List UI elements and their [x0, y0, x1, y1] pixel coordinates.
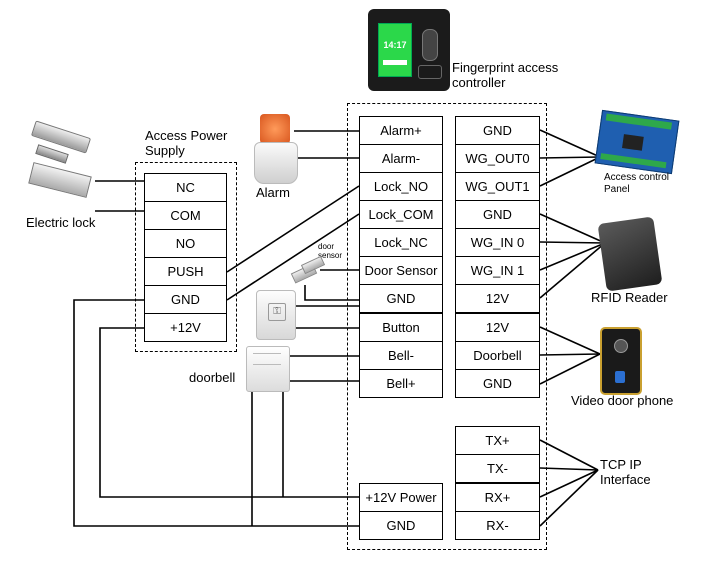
- video-door-phone-button-icon: [615, 371, 625, 383]
- terminal-tx-minus: TX-: [455, 454, 540, 483]
- terminal-wg-in0: WG_IN 0: [455, 228, 540, 257]
- terminal-tx-plus: TX+: [455, 426, 540, 455]
- wire-gnd-loop: [73, 299, 359, 527]
- electric-lock-label: Electric lock: [26, 215, 96, 230]
- controller-screen-bar: [383, 60, 407, 65]
- wire-tcp-txp: [539, 439, 599, 471]
- terminal-alarm-plus: Alarm+: [359, 116, 443, 145]
- terminal-12v-r2: 12V: [455, 313, 540, 342]
- doorbell-grille-icon: [253, 353, 281, 365]
- terminal-bell-plus: Bell+: [359, 369, 443, 398]
- access-control-panel-label: Access control Panel: [604, 172, 670, 195]
- wire-panel-out1: [539, 156, 601, 187]
- ps-terminal-no: NO: [144, 229, 227, 258]
- access-control-panel-device: [594, 109, 680, 175]
- wire-rfid-12v: [539, 242, 606, 299]
- wire-panel-gnd: [539, 129, 601, 158]
- ps-terminal-nc: NC: [144, 173, 227, 202]
- terminal-gnd-power: GND: [359, 511, 443, 540]
- terminal-12v-power: +12V Power: [359, 483, 443, 512]
- exit-button-key-icon: ⚿: [268, 303, 286, 321]
- alarm-body-icon: [254, 142, 298, 184]
- controller-label: Fingerprint access controller: [452, 60, 559, 90]
- rfid-reader-label: RFID Reader: [591, 290, 668, 305]
- ps-terminal-12v: +12V: [144, 313, 227, 342]
- electric-lock-device: [28, 120, 96, 198]
- wire-rfid-in1: [539, 242, 606, 271]
- wire-vdp-12v: [539, 326, 601, 355]
- wire-vdp-bell: [539, 353, 601, 356]
- video-door-phone-label: Video door phone: [571, 393, 674, 408]
- controller-enclosure: [347, 103, 547, 550]
- alarm-siren-device: [254, 112, 298, 184]
- alarm-label: Alarm: [256, 185, 290, 200]
- terminal-wg-in1: WG_IN 1: [455, 256, 540, 285]
- door-sensor-device: [290, 255, 326, 284]
- wire-push-lock-no: [226, 185, 360, 273]
- terminal-lock-no: Lock_NO: [359, 172, 443, 201]
- terminal-door-sensor: Door Sensor: [359, 256, 443, 285]
- video-door-phone-device: [600, 327, 642, 395]
- wire-12v-loop: [99, 327, 359, 498]
- card-reader-icon: [418, 65, 442, 79]
- ps-terminal-push: PUSH: [144, 257, 227, 286]
- alarm-strobe-icon: [260, 114, 290, 144]
- doorbell-label: doorbell: [189, 370, 236, 385]
- terminal-gnd-r2: GND: [455, 200, 540, 229]
- wire-rfid-gnd: [539, 213, 606, 244]
- fingerprint-controller-device: 14:17: [368, 9, 450, 91]
- panel-chip-icon: [622, 134, 644, 151]
- wire-door-sensor-gnd: [304, 285, 359, 301]
- terminal-lock-nc: Lock_NC: [359, 228, 443, 257]
- wire-tcp-txm: [539, 467, 599, 471]
- terminal-gnd-r3: GND: [455, 369, 540, 398]
- terminal-12v-r1: 12V: [455, 284, 540, 313]
- door-sensor-label: door sensor: [318, 242, 343, 260]
- ps-terminal-gnd: GND: [144, 285, 227, 314]
- bolt-lock-icon: [28, 162, 92, 198]
- tcp-ip-interface-label: TCP IP Interface: [600, 457, 651, 487]
- video-door-phone-camera-icon: [614, 339, 628, 353]
- terminal-wg-out1: WG_OUT1: [455, 172, 540, 201]
- terminal-rx-plus: RX+: [455, 483, 540, 512]
- rfid-reader-device: [597, 216, 663, 292]
- terminal-alarm-minus: Alarm-: [359, 144, 443, 173]
- terminal-button: Button: [359, 313, 443, 342]
- terminal-doorbell: Doorbell: [455, 341, 540, 370]
- wire-rfid-in0: [539, 241, 606, 244]
- doorbell-device: [246, 346, 290, 392]
- terminal-gnd-left: GND: [359, 284, 443, 313]
- wire-tcp-rxp: [539, 469, 599, 498]
- wire-gnd-lock-com: [226, 213, 360, 301]
- power-supply-enclosure: [135, 162, 237, 352]
- terminal-gnd-r1: GND: [455, 116, 540, 145]
- wire-vdp-gnd: [539, 353, 601, 385]
- wire-panel-out0: [539, 156, 601, 159]
- terminal-wg-out0: WG_OUT0: [455, 144, 540, 173]
- armature-plate-icon: [35, 144, 69, 164]
- controller-screen: 14:17: [378, 23, 412, 77]
- power-supply-title: Access Power Supply: [145, 128, 228, 158]
- ps-terminal-com: COM: [144, 201, 227, 230]
- terminal-lock-com: Lock_COM: [359, 200, 443, 229]
- controller-screen-time: 14:17: [383, 40, 407, 50]
- exit-button-device: ⚿: [256, 290, 296, 340]
- fingerprint-sensor-icon: [422, 29, 438, 61]
- terminal-rx-minus: RX-: [455, 511, 540, 540]
- terminal-bell-minus: Bell-: [359, 341, 443, 370]
- wire-tcp-rxm: [539, 469, 599, 527]
